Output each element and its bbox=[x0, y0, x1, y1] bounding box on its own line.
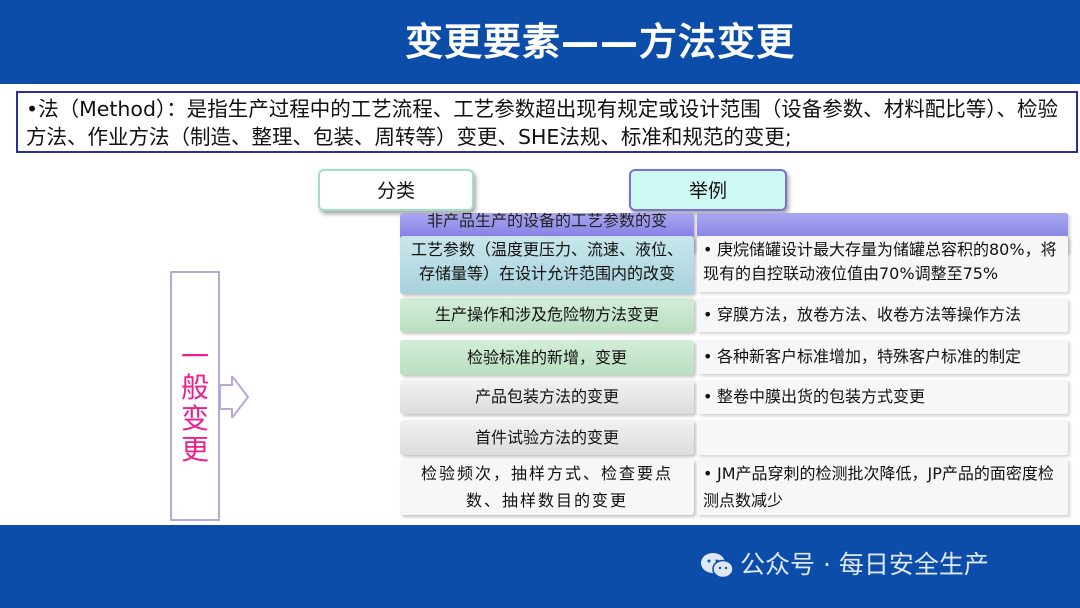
bullet-icon: • bbox=[703, 464, 713, 483]
definition-box: •法（Method）：是指生产过程中的工艺流程、工艺参数超出现有规定或设计范围（… bbox=[16, 91, 1078, 153]
table-row-category: 生产操作和涉及危险物方法变更 bbox=[400, 298, 694, 332]
header-category: 分类 bbox=[318, 169, 474, 211]
table-row-example: •庚烷储罐设计最大存量为储罐总容积的80%，将现有的自控联动液位值由70%调整至… bbox=[697, 236, 1068, 292]
category-text: 首件试验方法的变更 bbox=[474, 428, 619, 447]
bullet-icon: • bbox=[703, 387, 713, 406]
bullet-icon: • bbox=[703, 305, 713, 324]
side-label-char: 更 bbox=[180, 433, 209, 466]
category-text: 工艺参数（温度更压力、流速、液位、存储量等）在设计允许范围内的改变 bbox=[410, 240, 683, 283]
table-row-example bbox=[697, 420, 1068, 455]
chevron-right-icon bbox=[220, 376, 250, 418]
table-row-category: 检验标准的新增，变更 bbox=[400, 340, 694, 375]
side-label: 一般变更 bbox=[172, 341, 218, 465]
side-label-char: 般 bbox=[180, 371, 209, 404]
watermark-text: 公众号 · 每日安全生产 bbox=[740, 550, 989, 579]
header-example: 举例 bbox=[629, 169, 787, 211]
category-text: 非产品生产的设备的工艺参数的变 bbox=[426, 213, 667, 230]
category-text: 产品包装方法的变更 bbox=[474, 387, 619, 406]
wechat-icon bbox=[701, 553, 734, 579]
title-bar bbox=[0, 0, 1080, 84]
table-row-category: 首件试验方法的变更 bbox=[400, 420, 694, 455]
category-text: 检验频次，抽样方式、检查要点数、抽样数目的变更 bbox=[420, 464, 673, 510]
definition-text: •法（Method）：是指生产过程中的工艺流程、工艺参数超出现有规定或设计范围（… bbox=[26, 97, 1058, 149]
table-row-example: •各种新客户标准增加，特殊客户标准的制定 bbox=[697, 340, 1068, 374]
side-label-char: 变 bbox=[180, 402, 209, 435]
slide-title: 变更要素——方法变更 bbox=[404, 20, 795, 64]
category-text: 检验标准的新增，变更 bbox=[466, 348, 627, 367]
table-row-category: 检验频次，抽样方式、检查要点数、抽样数目的变更 bbox=[400, 459, 694, 515]
table-row-example: •整卷中膜出货的包装方式变更 bbox=[697, 380, 1068, 414]
example-text: JM产品穿刺的检测批次降低，JP产品的面密度检测点数减少 bbox=[703, 464, 1054, 510]
example-text: 穿膜方法，放卷方法、收卷方法等操作方法 bbox=[717, 305, 1022, 324]
category-text: 生产操作和涉及危险物方法变更 bbox=[434, 305, 659, 324]
bullet-icon: • bbox=[703, 347, 713, 366]
table-row-example: •穿膜方法，放卷方法、收卷方法等操作方法 bbox=[697, 298, 1068, 332]
example-text: 整卷中膜出货的包装方式变更 bbox=[717, 387, 926, 406]
example-text: 庚烷储罐设计最大存量为储罐总容积的80%，将现有的自控联动液位值由70%调整至7… bbox=[703, 240, 1057, 283]
table-row-category: 产品包装方法的变更 bbox=[400, 380, 694, 414]
side-label-char: 一 bbox=[180, 340, 209, 373]
footer-bar bbox=[0, 525, 1080, 608]
table-row-example: •JM产品穿刺的检测批次降低，JP产品的面密度检测点数减少 bbox=[697, 459, 1068, 515]
bullet-icon: • bbox=[703, 240, 713, 259]
side-label-box: 一般变更 bbox=[170, 271, 220, 521]
watermark: 公众号 · 每日安全生产 bbox=[700, 545, 989, 585]
table-row-category: 工艺参数（温度更压力、流速、液位、存储量等）在设计允许范围内的改变 bbox=[400, 236, 694, 294]
example-text: 各种新客户标准增加，特殊客户标准的制定 bbox=[717, 347, 1022, 366]
